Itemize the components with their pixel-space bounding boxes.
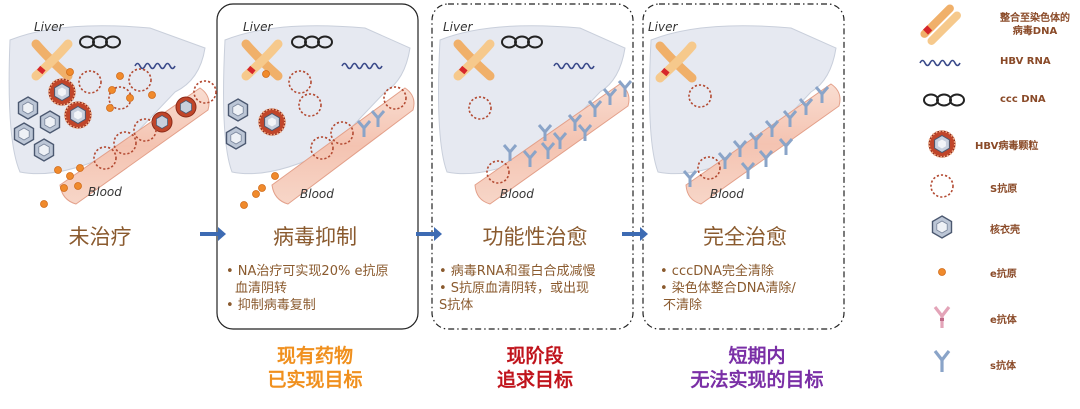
arrow-2 [416, 227, 442, 241]
legend-label-core-shell: 核衣壳 [990, 225, 1020, 236]
liver-label: Liver [443, 20, 473, 34]
stage-title-suppression: 病毒抑制 [273, 225, 357, 249]
goal-unattainable: 短期内 无法实现的目标 [672, 344, 842, 392]
legend-label-s-antibody: s抗体 [990, 361, 1016, 372]
blood-label: Blood [300, 187, 334, 201]
legend-label-integrated-dna: 整合至染色体的 病毒DNA [1000, 12, 1070, 38]
blood-label: Blood [88, 185, 122, 199]
goal-achieved: 现有药物 已实现目标 [250, 344, 380, 392]
bullet-line: 不清除 [663, 298, 703, 313]
bullet-line: • NA治疗可实现20% e抗原 [226, 264, 389, 279]
goal-line-2: 追求目标 [496, 369, 573, 391]
bullet-line: • 病毒RNA和蛋白合成减慢 [439, 264, 596, 279]
liver-label: Liver [34, 20, 64, 34]
arrow-1 [200, 227, 226, 241]
goal-line-1: 短期内 [728, 345, 786, 367]
goal-line-2: 已实现目标 [267, 369, 363, 391]
legend-label-s-antigen: S抗原 [990, 184, 1018, 195]
stage-frame-suppression [216, 3, 419, 330]
legend-label-e-antigen: e抗原 [990, 269, 1017, 280]
stage-frame-complete [642, 3, 845, 330]
panel-untreated [8, 25, 217, 208]
bullet-line: • S抗原血清阴转，或出现 [439, 281, 590, 296]
liver-label: Liver [243, 20, 273, 34]
legend-icons [919, 4, 965, 372]
legend-label-hbv-rna: HBV RNA [1000, 56, 1051, 67]
bullets-functional: • 病毒RNA和蛋白合成减慢 • S抗原血清阴转，或出现 S抗体 [439, 263, 595, 314]
legend-label-line: 整合至染色体的 [1000, 13, 1070, 24]
goal-line-2: 无法实现的目标 [690, 369, 824, 391]
bullet-line: • 抑制病毒复制 [226, 298, 316, 313]
legend-label-hbv-virion: HBV病毒颗粒 [975, 141, 1039, 152]
panel-suppression [223, 25, 415, 209]
stage-title-complete: 完全治愈 [703, 225, 787, 249]
bullet-line: • cccDNA完全清除 [660, 264, 774, 279]
panel-complete [649, 25, 841, 205]
bullets-complete: • cccDNA完全清除 • 染色体整合DNA清除/ 不清除 [660, 263, 796, 314]
goal-line-1: 现阶段 [506, 345, 564, 367]
legend-label-line: 病毒DNA [1012, 26, 1058, 37]
bullet-line: S抗体 [439, 298, 474, 313]
goal-line-1: 现有药物 [276, 345, 353, 367]
arrow-3 [622, 227, 648, 241]
blood-label: Blood [710, 187, 744, 201]
stage-title-functional: 功能性治愈 [482, 225, 588, 249]
stage-title-untreated: 未治疗 [68, 225, 132, 249]
goal-current: 现阶段 追求目标 [470, 344, 600, 392]
bullets-suppression: • NA治疗可实现20% e抗原 血清阴转 • 抑制病毒复制 [226, 263, 388, 314]
stage-frame-functional [431, 3, 634, 330]
panel-functional [438, 25, 633, 205]
liver-label: Liver [648, 20, 678, 34]
legend-label-ccc-dna: ccc DNA [1000, 94, 1046, 105]
legend-label-e-antibody: e抗体 [990, 315, 1017, 326]
bullet-line: 血清阴转 [235, 281, 288, 296]
bullet-line: • 染色体整合DNA清除/ [660, 281, 796, 296]
blood-label: Blood [500, 187, 534, 201]
